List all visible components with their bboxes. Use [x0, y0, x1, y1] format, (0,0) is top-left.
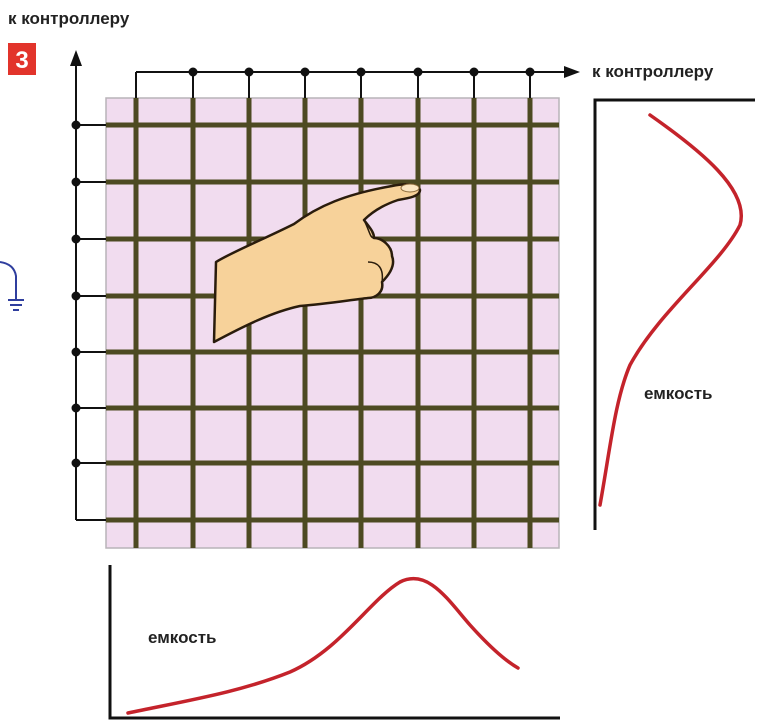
- figure-number-badge: 3: [8, 43, 36, 75]
- capacitance-label-columns: емкость: [148, 628, 216, 647]
- ground-symbol-icon: [0, 261, 24, 311]
- controller-label-rows: к контроллеру: [8, 9, 130, 28]
- sensor-panel: [105, 97, 560, 549]
- controller-label-columns: к контроллеру: [592, 62, 714, 81]
- capacitance-graph-columns: емкость: [108, 565, 560, 720]
- capacitance-graph-rows: емкость: [593, 98, 755, 530]
- pointing-hand-icon: [212, 183, 422, 344]
- capacitance-label-rows: емкость: [644, 384, 712, 403]
- row-bus: [70, 50, 106, 521]
- figure-number: 3: [15, 47, 28, 74]
- column-bus: [135, 66, 580, 98]
